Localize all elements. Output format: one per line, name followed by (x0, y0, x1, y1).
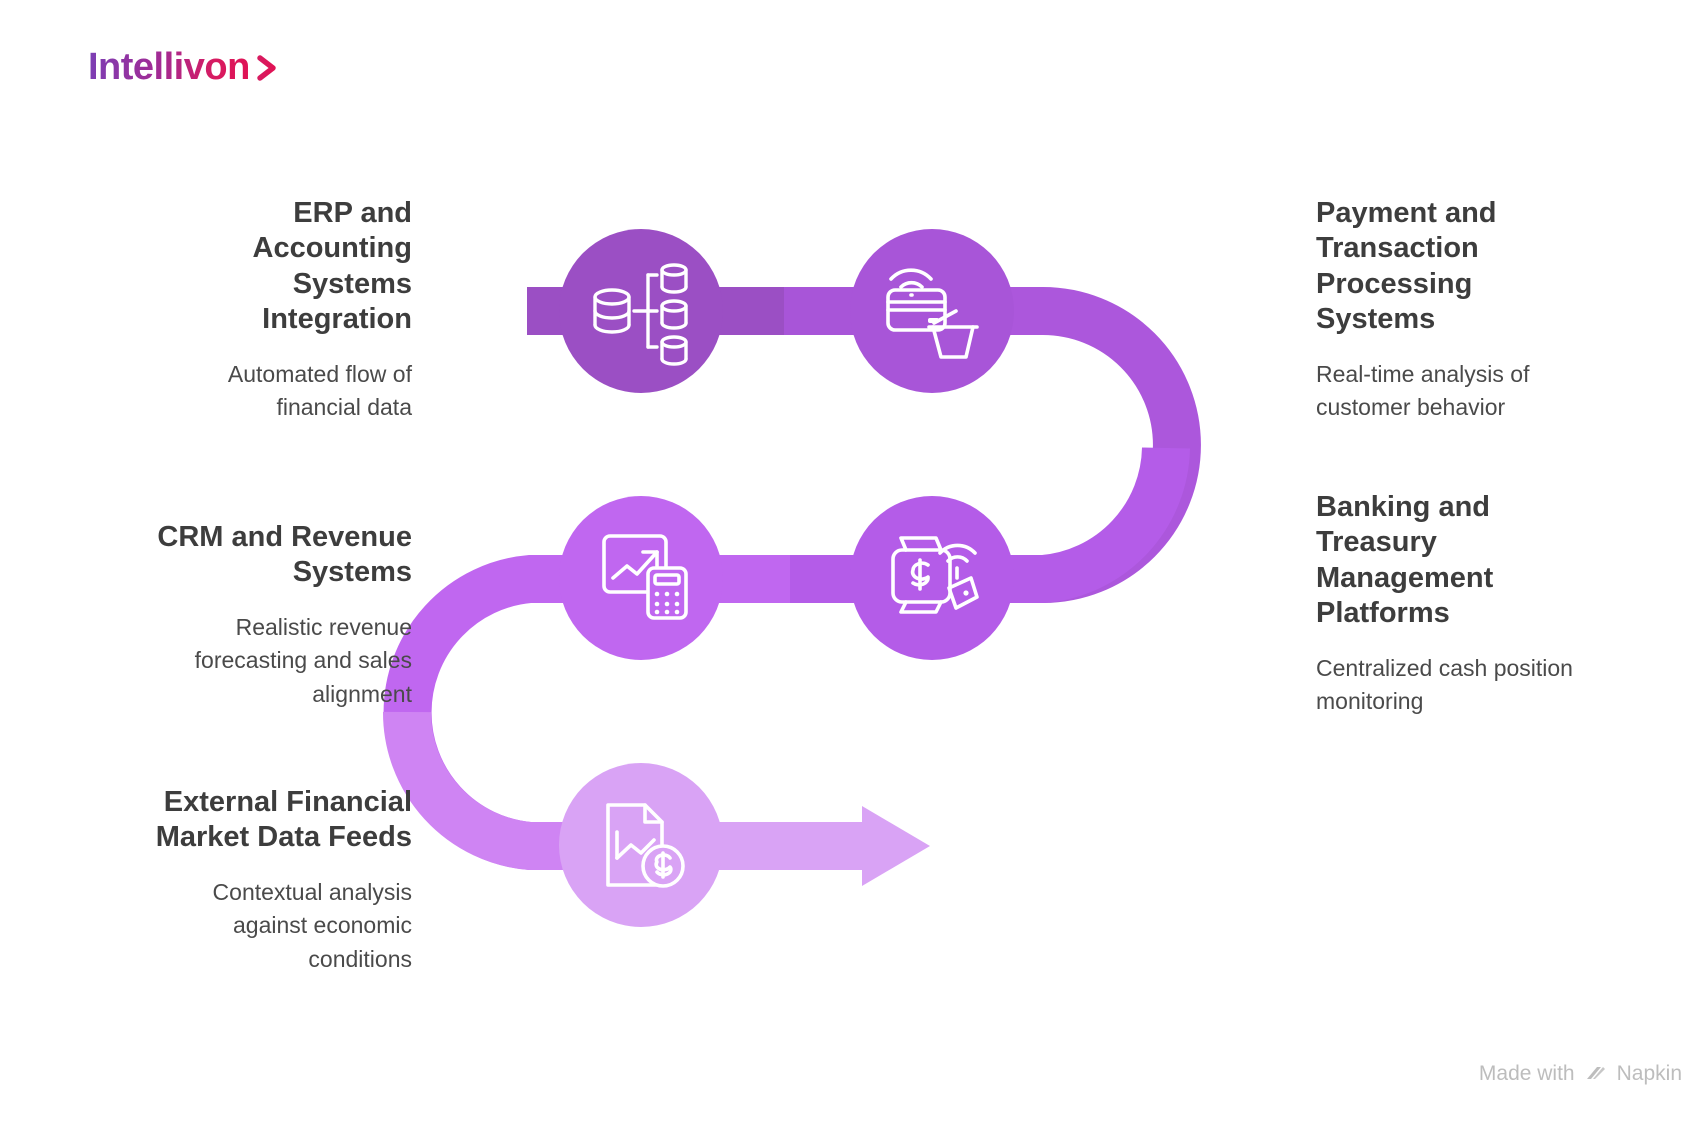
growth-chart-calculator-icon (602, 534, 688, 620)
label-banking-title: Banking and Treasury Management Platform… (1316, 491, 1494, 630)
label-external: External Financial Market Data Feeds Con… (40, 785, 412, 976)
connector-pipe (382, 287, 1201, 870)
label-banking-description: Centralized cash position monitoring (1316, 654, 1573, 715)
label-crm: CRM and Revenue Systems Realistic revenu… (40, 520, 412, 711)
brand-wordmark: Intellivon (88, 46, 250, 88)
napkin-label: Napkin (1616, 1062, 1682, 1085)
node-payment[interactable] (850, 229, 1014, 393)
node-external[interactable] (559, 763, 723, 927)
financial-document-dollar-icon (606, 803, 685, 888)
node-erp[interactable] (559, 229, 723, 393)
node-crm[interactable] (559, 496, 723, 660)
cash-wallet-nfc-icon (891, 536, 979, 614)
label-crm-description: Realistic revenue forecasting and sales … (194, 613, 412, 707)
flow-arrow-head (862, 806, 930, 886)
node-banking[interactable] (850, 496, 1014, 660)
chevron-right-icon (252, 49, 282, 87)
label-banking: Banking and Treasury Management Platform… (1316, 490, 1636, 719)
label-payment: Payment and Transaction Processing Syste… (1316, 196, 1616, 425)
database-distribution-icon (593, 263, 688, 366)
made-with-label: Made with (1478, 1062, 1575, 1085)
label-erp-title: ERP and Accounting Systems Integration (252, 197, 413, 336)
label-crm-title: CRM and Revenue Systems (157, 521, 412, 589)
label-payment-description: Real-time analysis of customer behavior (1316, 360, 1530, 421)
label-erp: ERP and Accounting Systems Integration A… (40, 196, 412, 425)
made-with-napkin-badge[interactable]: Made with Napkin (1479, 1062, 1682, 1086)
label-external-description: Contextual analysis against economic con… (212, 878, 412, 972)
label-payment-title: Payment and Transaction Processing Syste… (1316, 197, 1497, 336)
contactless-card-basket-icon (886, 268, 979, 359)
brand-logo[interactable]: Intellivon (88, 48, 282, 86)
label-external-title: External Financial Market Data Feeds (155, 786, 412, 854)
napkin-logo-icon (1584, 1062, 1608, 1086)
label-erp-description: Automated flow of financial data (227, 360, 412, 421)
